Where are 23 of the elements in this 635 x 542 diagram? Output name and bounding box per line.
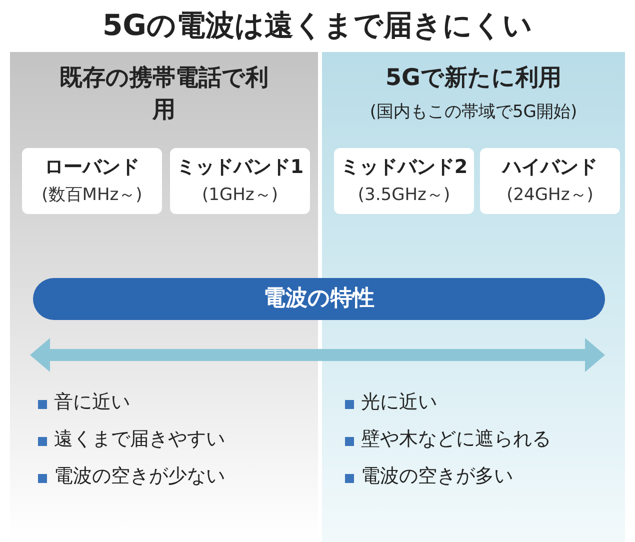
bullet-text: 遠くまで届きやすい (54, 427, 225, 452)
band-box (334, 148, 474, 214)
band-box (170, 148, 310, 214)
band-name: ローバンド (44, 155, 140, 180)
bullet-text: 光に近い (361, 390, 437, 415)
band-name: ハイバンド (500, 155, 598, 180)
frequency-range: (数百MHz～) (40, 184, 144, 206)
bullet-text: 壁や木などに遮られる (361, 427, 551, 452)
bullet-text: 音に近い (54, 390, 130, 415)
panel-heading: 既存の携帯電話で利用 (58, 64, 270, 125)
bullet-text: 電波の空きが少ない (54, 464, 225, 489)
band-box (22, 148, 162, 214)
band-name: ミッドバンド2 (339, 155, 469, 180)
bullet-text: 電波の空きが多い (361, 464, 513, 489)
frequency-range: (1GHz～) (201, 184, 279, 206)
band-box (480, 148, 620, 214)
panel-heading: 5Gで新たに利用 (384, 64, 562, 93)
title: 5Gの電波は遠くまで届きにくい (102, 7, 534, 44)
feature-banner: 電波の特性 (33, 278, 605, 320)
panel-note: (国内もこの帯域で5G開始) (368, 101, 578, 123)
frequency-range: (24GHz～) (506, 184, 594, 206)
band-name: ミッドバンド1 (175, 155, 305, 180)
frequency-range: (3.5GHz～) (356, 184, 452, 206)
